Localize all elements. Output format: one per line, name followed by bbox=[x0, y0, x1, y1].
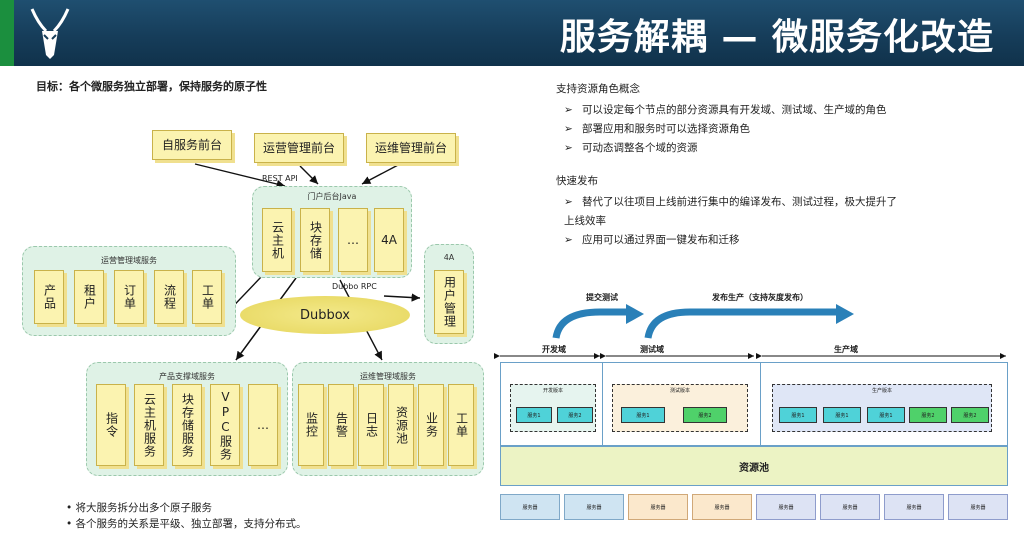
ops-mgmt-title: 运营管理域服务 bbox=[101, 256, 157, 265]
ps-vpc-service: VPC服务 bbox=[210, 384, 240, 466]
bullet-1: • 将大服务拆分出多个原子服务 bbox=[66, 502, 213, 514]
domain-area bbox=[500, 362, 1008, 447]
ops-maint-title: 运维管理域服务 bbox=[360, 372, 416, 381]
rest-api-label: REST API bbox=[262, 174, 298, 183]
prod-svc1b: 服务1 bbox=[823, 407, 861, 423]
portal-4a: 4A bbox=[374, 208, 404, 272]
server-row: 服务器 服务器 服务器 服务器 服务器 服务器 服务器 服务器 bbox=[500, 494, 1008, 520]
goal-text: 目标：各个微服务独立部署，保持服务的原子性 bbox=[36, 80, 267, 93]
ps-ellipsis: … bbox=[248, 384, 278, 466]
prod-svc1a: 服务1 bbox=[779, 407, 817, 423]
section-roles-heading: 支持资源角色概念 bbox=[556, 83, 640, 95]
test-svc2: 服务2 bbox=[683, 407, 727, 423]
antelope-logo-icon bbox=[22, 5, 78, 65]
om-alarm: 告警 bbox=[328, 384, 354, 466]
server-cell: 服务器 bbox=[820, 494, 880, 520]
domain-prod-label: 生产域 bbox=[832, 344, 860, 355]
test-version-box: 测试版本 服务1 服务2 bbox=[612, 384, 748, 432]
portal-block-storage: 块存储 bbox=[300, 208, 330, 272]
om-business: 业务 bbox=[418, 384, 444, 466]
product-support-title: 产品支撑域服务 bbox=[159, 372, 215, 381]
prod-svc2a: 服务2 bbox=[909, 407, 947, 423]
ops-process: 流程 bbox=[154, 270, 184, 324]
ops-ticket: 工单 bbox=[192, 270, 222, 324]
roles-item-2: ➢部署应用和服务时可以选择资源角色 bbox=[564, 123, 750, 135]
right-text-block: 支持资源角色概念 ➢可以设定每个节点的部分资源具有开发域、测试域、生产域的角色 … bbox=[556, 80, 996, 250]
page-title: 服务解耦 — 微服务化改造 bbox=[559, 17, 994, 58]
submit-test-label: 提交测试 bbox=[586, 293, 618, 302]
prod-svc2b: 服务2 bbox=[951, 407, 989, 423]
server-cell: 服务器 bbox=[884, 494, 944, 520]
release-item-1: ➢替代了以往项目上线前进行集中的编译发布、测试过程，极大提升了上线效率 bbox=[564, 196, 897, 227]
prod-svc1c: 服务1 bbox=[867, 407, 905, 423]
server-cell: 服务器 bbox=[564, 494, 624, 520]
top-box-self-service: 自服务前台 bbox=[152, 130, 232, 160]
server-cell: 服务器 bbox=[948, 494, 1008, 520]
test-svc1: 服务1 bbox=[621, 407, 665, 423]
dev-version-box: 开发版本 服务1 服务2 bbox=[510, 384, 596, 432]
om-ticket: 工单 bbox=[448, 384, 474, 466]
server-cell: 服务器 bbox=[500, 494, 560, 520]
server-cell: 服务器 bbox=[628, 494, 688, 520]
dubbox-bus: Dubbox bbox=[240, 296, 410, 334]
portal-ellipsis: … bbox=[338, 208, 368, 272]
portal-title: 门户后台Java bbox=[307, 192, 357, 201]
top-box-ops-portal: 运营管理前台 bbox=[254, 133, 344, 163]
release-item-2: ➢应用可以通过界面一键发布和迁移 bbox=[564, 234, 740, 246]
ops-order: 订单 bbox=[114, 270, 144, 324]
header-accent-strip bbox=[0, 0, 14, 66]
dev-svc2: 服务2 bbox=[557, 407, 593, 423]
domain-dev-label: 开发域 bbox=[540, 344, 568, 355]
domain-test-label: 测试域 bbox=[638, 344, 666, 355]
roles-item-3: ➢可动态调整各个域的资源 bbox=[564, 142, 698, 154]
om-resource-pool: 资源池 bbox=[388, 384, 414, 466]
roles-item-1: ➢可以设定每个节点的部分资源具有开发域、测试域、生产域的角色 bbox=[564, 104, 887, 116]
bullet-list: • 将大服务拆分出多个原子服务 • 各个服务的关系是平级、独立部署，支持分布式。 bbox=[66, 500, 307, 532]
side-4a-title: 4A bbox=[443, 253, 455, 262]
header-bar: 服务解耦 — 微服务化改造 bbox=[0, 0, 1024, 66]
om-monitor: 监控 bbox=[298, 384, 324, 466]
top-box-maint-portal: 运维管理前台 bbox=[366, 133, 456, 163]
portal-cloud-host: 云主机 bbox=[262, 208, 292, 272]
ops-product: 产品 bbox=[34, 270, 64, 324]
section-release-heading: 快速发布 bbox=[556, 175, 598, 187]
server-cell: 服务器 bbox=[692, 494, 752, 520]
prod-version-box: 生产版本 服务1 服务1 服务1 服务2 服务2 bbox=[772, 384, 992, 432]
ps-cloud-host-service: 云主机服务 bbox=[134, 384, 164, 466]
release-prod-label: 发布生产（支持灰度发布） bbox=[712, 293, 808, 302]
dev-svc1: 服务1 bbox=[516, 407, 552, 423]
bullet-2: • 各个服务的关系是平级、独立部署，支持分布式。 bbox=[66, 518, 307, 530]
dubbo-rpc-label: Dubbo RPC bbox=[332, 282, 377, 291]
user-mgmt-box: 用户管理 bbox=[434, 270, 464, 334]
ps-command: 指令 bbox=[96, 384, 126, 466]
ps-block-storage-service: 块存储服务 bbox=[172, 384, 202, 466]
resource-pool-bar: 资源池 bbox=[500, 446, 1008, 486]
om-log: 日志 bbox=[358, 384, 384, 466]
ops-tenant: 租户 bbox=[74, 270, 104, 324]
server-cell: 服务器 bbox=[756, 494, 816, 520]
